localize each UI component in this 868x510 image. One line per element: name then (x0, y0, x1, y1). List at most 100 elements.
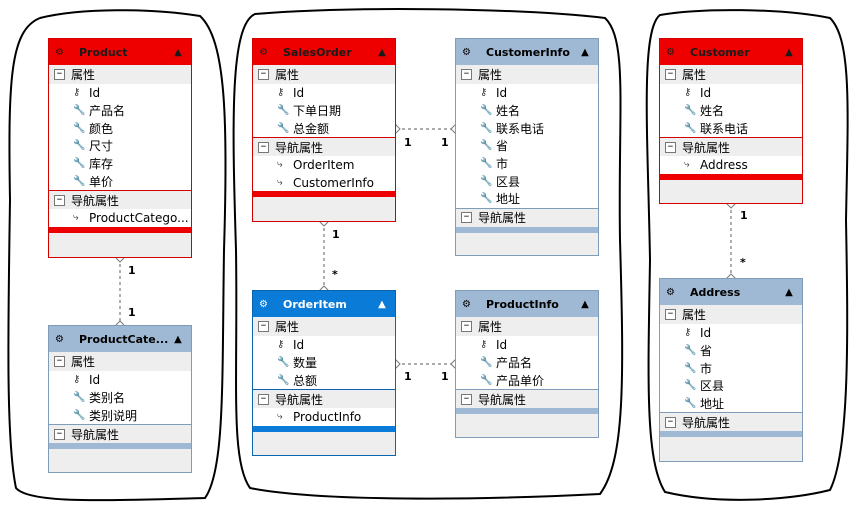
property-row[interactable]: 🔧产品单价 (456, 371, 598, 389)
collapse-caret-icon[interactable]: ▲ (378, 46, 386, 58)
property-row[interactable]: 🔧类别说明 (49, 406, 191, 424)
navigation-property-row[interactable]: ⤷Address (660, 156, 802, 174)
collapse-toggle-icon[interactable]: − (461, 321, 472, 332)
entity-product[interactable]: ⚙Product▲ −属性 ⚷Id🔧产品名🔧颜色🔧尺寸🔧库存🔧单价 −导航属性 … (48, 38, 192, 258)
navigation-property-row[interactable]: ⤷ProductInfo (253, 408, 395, 426)
property-name: 类别说明 (89, 408, 138, 423)
multiplicity-label: 1 (441, 370, 449, 383)
property-row[interactable]: 🔧颜色 (49, 119, 191, 137)
key-property-row[interactable]: ⚷Id (660, 84, 802, 102)
entity-productcategory[interactable]: ⚙ProductCate...▲ −属性 ⚷Id🔧类别名🔧类别说明 −导航属性 (48, 325, 192, 473)
collapse-toggle-icon[interactable]: − (258, 321, 269, 332)
navigation-section[interactable]: −导航属性 (49, 424, 191, 443)
navigation-section[interactable]: −导航属性 (660, 137, 802, 156)
navigation-section[interactable]: −导航属性 (253, 137, 395, 156)
property-row[interactable]: 🔧总额 (253, 371, 395, 389)
entity-header[interactable]: ⚙OrderItem▲ (253, 291, 395, 317)
entity-productinfo[interactable]: ⚙ProductInfo▲ −属性 ⚷Id🔧产品名🔧产品单价 −导航属性 (455, 290, 599, 438)
entity-header[interactable]: ⚙Customer▲ (660, 39, 802, 65)
property-row[interactable]: 🔧姓名 (660, 102, 802, 120)
navigation-section[interactable]: −导航属性 (456, 207, 598, 227)
property-row[interactable]: 🔧市 (456, 155, 598, 173)
property-row[interactable]: 🔧类别名 (49, 389, 191, 407)
navigation-section[interactable]: −导航属性 (49, 190, 191, 209)
property-row[interactable]: 🔧单价 (49, 172, 191, 190)
collapse-toggle-icon[interactable]: − (258, 69, 269, 80)
properties-section[interactable]: −属性 (253, 65, 395, 84)
property-row[interactable]: 🔧区县 (660, 377, 802, 395)
collapse-toggle-icon[interactable]: − (461, 212, 472, 224)
property-row[interactable]: 🔧地址 (660, 395, 802, 413)
property-row[interactable]: 🔧库存 (49, 155, 191, 173)
entity-header[interactable]: ⚙ProductCate...▲ (49, 326, 191, 352)
navigation-property-row[interactable]: ⤷CustomerInfo (253, 174, 395, 192)
property-row[interactable]: 🔧省 (456, 137, 598, 155)
key-property-row[interactable]: ⚷Id (456, 336, 598, 354)
entity-customerinfo[interactable]: ⚙CustomerInfo▲ −属性 ⚷Id🔧姓名🔧联系电话🔧省🔧市🔧区县🔧地址… (455, 38, 599, 256)
collapse-toggle-icon[interactable]: − (258, 141, 269, 153)
collapse-toggle-icon[interactable]: − (258, 393, 269, 405)
collapse-caret-icon[interactable]: ▲ (174, 46, 182, 58)
property-row[interactable]: 🔧区县 (456, 172, 598, 190)
key-property-row[interactable]: ⚷Id (253, 336, 395, 354)
properties-section[interactable]: −属性 (49, 352, 191, 371)
collapse-toggle-icon[interactable]: − (665, 416, 676, 428)
entity-salesorder[interactable]: ⚙SalesOrder▲ −属性 ⚷Id🔧下单日期🔧总金额 −导航属性 ⤷Ord… (252, 38, 396, 222)
collapse-toggle-icon[interactable]: − (461, 69, 472, 80)
property-row[interactable]: 🔧尺寸 (49, 137, 191, 155)
key-property-row[interactable]: ⚷Id (49, 371, 191, 389)
key-property-row[interactable]: ⚷Id (49, 84, 191, 102)
property-row[interactable]: 🔧联系电话 (660, 119, 802, 137)
navigation-property-row[interactable]: ⤷OrderItem (253, 156, 395, 174)
properties-section[interactable]: −属性 (456, 65, 598, 84)
entity-header[interactable]: ⚙ProductInfo▲ (456, 291, 598, 317)
entity-customer[interactable]: ⚙Customer▲ −属性 ⚷Id🔧姓名🔧联系电话 −导航属性 ⤷Addres… (659, 38, 803, 204)
key-property-row[interactable]: ⚷Id (456, 84, 598, 102)
navigation-section[interactable]: −导航属性 (660, 412, 802, 431)
properties-section[interactable]: −属性 (456, 317, 598, 336)
entity-header[interactable]: ⚙Product▲ (49, 39, 191, 65)
wrench-property-icon: 🔧 (73, 392, 86, 404)
key-property-row[interactable]: ⚷Id (660, 324, 802, 342)
property-row[interactable]: 🔧姓名 (456, 102, 598, 120)
collapse-caret-icon[interactable]: ▲ (581, 298, 589, 310)
collapse-toggle-icon[interactable]: − (665, 309, 676, 320)
collapse-toggle-icon[interactable]: − (665, 69, 676, 80)
collapse-caret-icon[interactable]: ▲ (785, 46, 793, 58)
entity-header[interactable]: ⚙SalesOrder▲ (253, 39, 395, 65)
collapse-toggle-icon[interactable]: − (54, 69, 65, 80)
property-row[interactable]: 🔧下单日期 (253, 102, 395, 120)
collapse-toggle-icon[interactable]: − (54, 428, 65, 440)
collapse-caret-icon[interactable]: ▲ (174, 333, 182, 345)
property-row[interactable]: 🔧联系电话 (456, 119, 598, 137)
entity-address[interactable]: ⚙Address▲ −属性 ⚷Id🔧省🔧市🔧区县🔧地址 −导航属性 (659, 278, 803, 462)
navigation-section[interactable]: −导航属性 (456, 389, 598, 408)
properties-section[interactable]: −属性 (253, 317, 395, 336)
key-property-row[interactable]: ⚷Id (253, 84, 395, 102)
property-row[interactable]: 🔧地址 (456, 190, 598, 208)
collapse-caret-icon[interactable]: ▲ (378, 298, 386, 310)
property-row[interactable]: 🔧省 (660, 342, 802, 360)
property-row[interactable]: 🔧数量 (253, 354, 395, 372)
entity-header[interactable]: ⚙Address▲ (660, 279, 802, 305)
collapse-toggle-icon[interactable]: − (461, 393, 472, 405)
property-name: 下单日期 (293, 104, 342, 119)
entity-orderitem[interactable]: ⚙OrderItem▲ −属性 ⚷Id🔧数量🔧总额 −导航属性 ⤷Product… (252, 290, 396, 456)
collapse-toggle-icon[interactable]: − (665, 141, 676, 153)
property-name: 产品单价 (496, 373, 545, 388)
property-row[interactable]: 🔧产品名 (49, 102, 191, 120)
entity-header[interactable]: ⚙CustomerInfo▲ (456, 39, 598, 65)
property-row[interactable]: 🔧产品名 (456, 354, 598, 372)
collapse-toggle-icon[interactable]: − (54, 194, 65, 206)
navigation-property-row[interactable]: ⤷ProductCatego... (49, 209, 191, 227)
entity-icon: ⚙ (55, 333, 64, 345)
properties-section[interactable]: −属性 (49, 65, 191, 84)
properties-section[interactable]: −属性 (660, 305, 802, 324)
collapse-toggle-icon[interactable]: − (54, 356, 65, 367)
property-row[interactable]: 🔧市 (660, 359, 802, 377)
collapse-caret-icon[interactable]: ▲ (785, 286, 793, 298)
properties-section[interactable]: −属性 (660, 65, 802, 84)
collapse-caret-icon[interactable]: ▲ (581, 46, 589, 58)
property-row[interactable]: 🔧总金额 (253, 119, 395, 137)
navigation-section[interactable]: −导航属性 (253, 389, 395, 408)
